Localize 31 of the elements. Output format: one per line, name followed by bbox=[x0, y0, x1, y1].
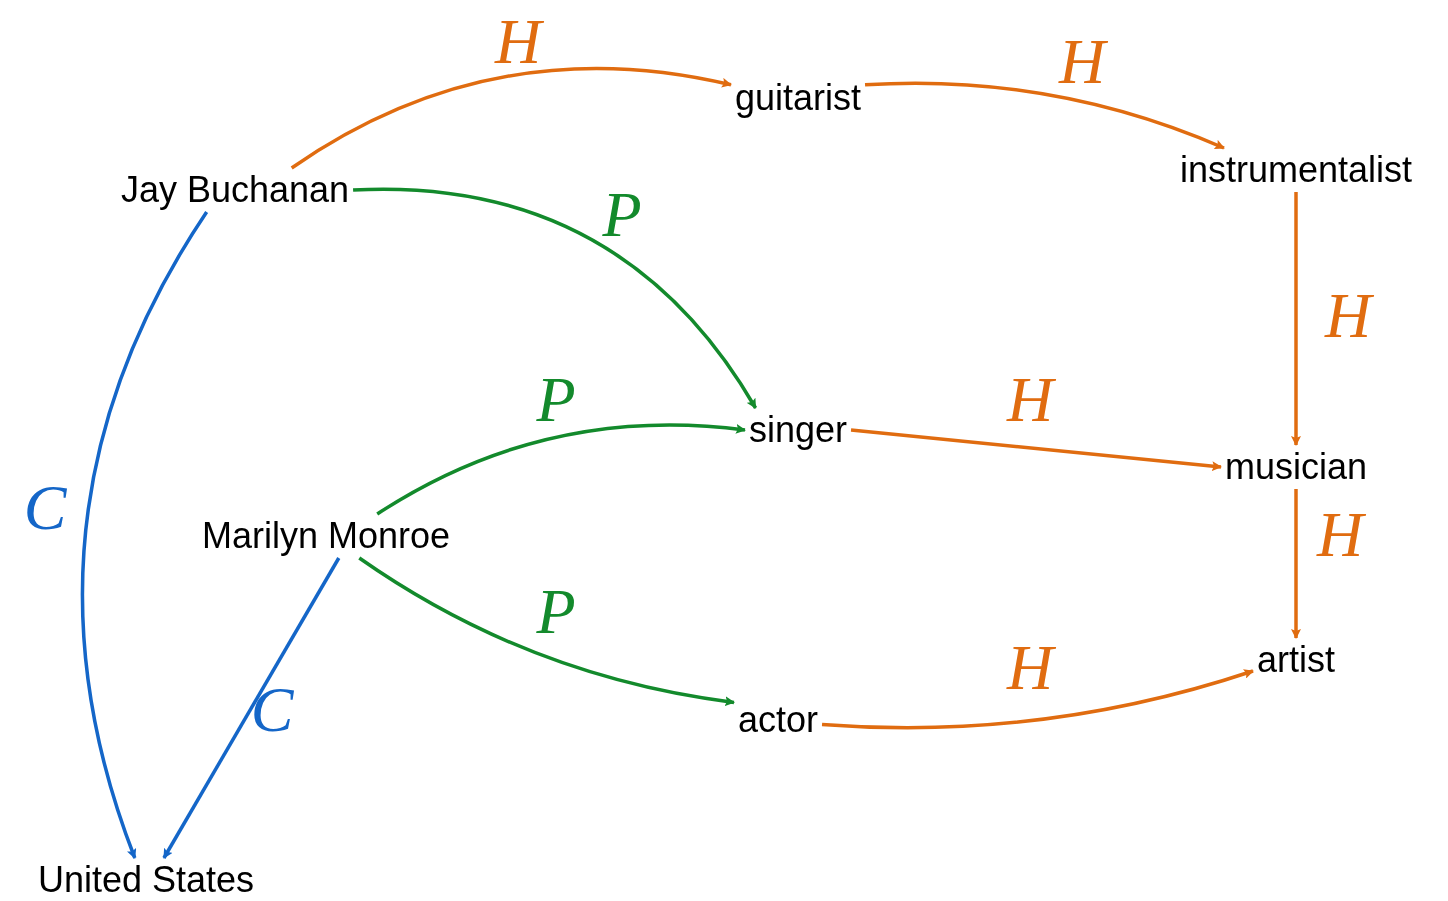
arrow bbox=[850, 428, 1222, 472]
edge-label: H bbox=[494, 10, 542, 74]
edge-label: H bbox=[1006, 636, 1054, 700]
edge-label: H bbox=[1058, 30, 1106, 94]
edge-label: H bbox=[1324, 284, 1372, 348]
arrow bbox=[1291, 192, 1301, 446]
edge-label: P bbox=[602, 183, 642, 247]
edge-label: H bbox=[1316, 503, 1364, 567]
edge-label: C bbox=[250, 678, 294, 742]
node-label: instrumentalist bbox=[1179, 152, 1413, 188]
arrow bbox=[1291, 489, 1301, 639]
arrow bbox=[358, 556, 735, 707]
node-label: actor bbox=[738, 702, 818, 738]
arrow bbox=[353, 187, 758, 409]
edge-label: C bbox=[23, 476, 67, 540]
node-label: United States bbox=[37, 862, 255, 898]
arrow bbox=[162, 557, 341, 859]
edge-label: P bbox=[536, 580, 576, 644]
node-label: Marilyn Monroe bbox=[201, 518, 451, 554]
node-label: Jay Buchanan bbox=[120, 172, 350, 208]
arrow bbox=[80, 211, 209, 859]
node-label: musician bbox=[1224, 449, 1368, 485]
node-label: guitarist bbox=[734, 80, 862, 116]
arrow bbox=[864, 81, 1225, 150]
node-label: artist bbox=[1257, 642, 1335, 678]
arrow bbox=[290, 67, 732, 170]
arrow bbox=[821, 668, 1254, 730]
arrow bbox=[376, 423, 746, 516]
edge-label: H bbox=[1006, 368, 1054, 432]
edge-label: P bbox=[536, 368, 576, 432]
node-label: singer bbox=[748, 412, 848, 448]
